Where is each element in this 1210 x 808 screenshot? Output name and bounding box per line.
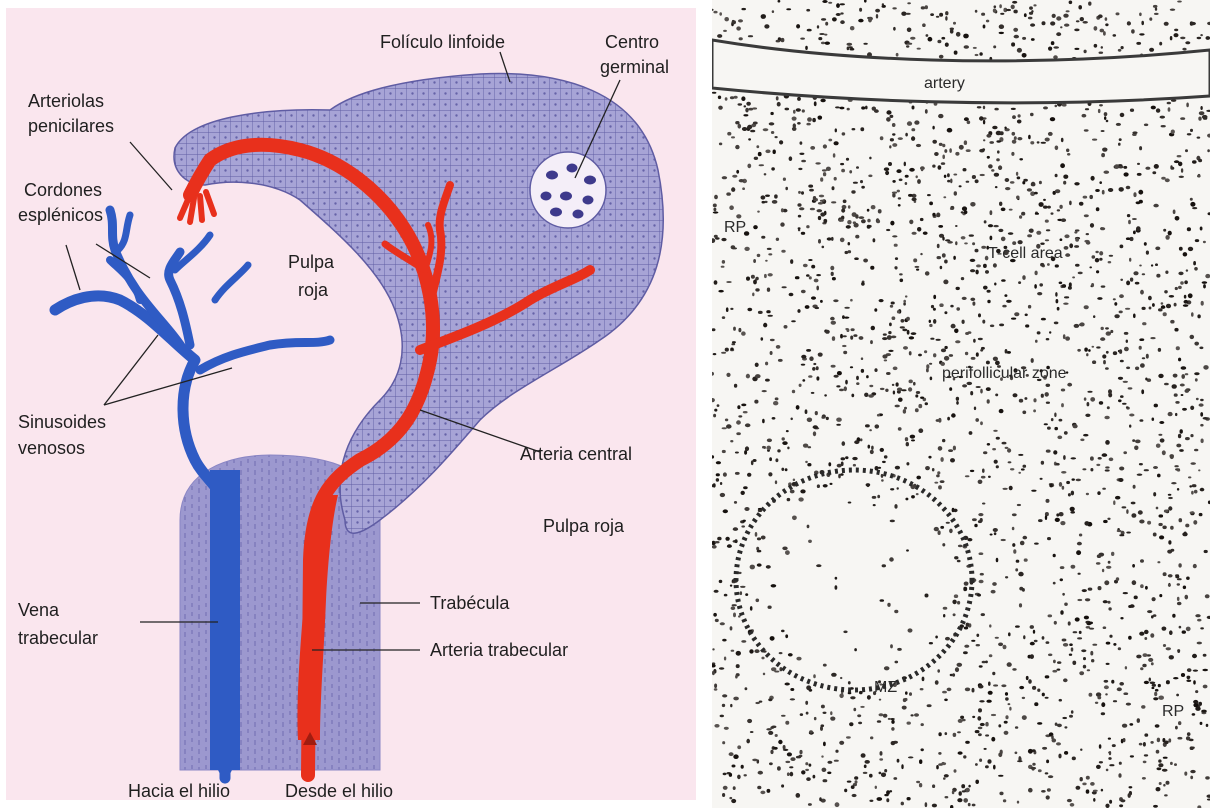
germinal-center [530,152,606,228]
label-vena: Vena [18,600,60,620]
label-centro: Centro [605,32,659,52]
vena-trabecular [210,470,240,770]
label-germinal: germinal [600,57,669,77]
label-perifollicular-zone: perifollicular zone [942,365,1067,382]
label-trabecula: Trabécula [430,593,510,613]
label-artery: artery [924,75,965,92]
label-arteriolas: Arteriolas [28,91,104,111]
label-rp-bottom: RP [1162,703,1184,720]
label-roja-inner: roja [298,280,329,300]
spleen-diagram: Folículo linfoide Centro germinal Arteri… [0,0,700,808]
label-venosos: venosos [18,438,85,458]
label-pulpa-roja: Pulpa roja [543,516,625,536]
label-sinusoides: Sinusoides [18,412,106,432]
label-arteria-trabecular: Arteria trabecular [430,640,568,660]
label-mz: MZ [874,679,897,696]
label-foliculo-linfoide: Folículo linfoide [380,32,505,52]
label-rp-top: RP [724,219,746,236]
label-esplenicos: esplénicos [18,205,103,225]
label-arteria-central: Arteria central [520,444,632,464]
label-penicilares: penicilares [28,116,114,136]
label-trabecular: trabecular [18,628,98,648]
label-pulpa-inner: Pulpa [288,252,335,272]
spleen-micrograph: artery RP T-cell area perifollicular zon… [712,0,1210,808]
micrograph-background [712,0,1210,808]
label-t-cell-area: T-cell area [988,245,1063,262]
label-desde-hilio: Desde el hilio [285,781,393,801]
label-hacia-hilio: Hacia el hilio [128,781,230,801]
label-cordones: Cordones [24,180,102,200]
